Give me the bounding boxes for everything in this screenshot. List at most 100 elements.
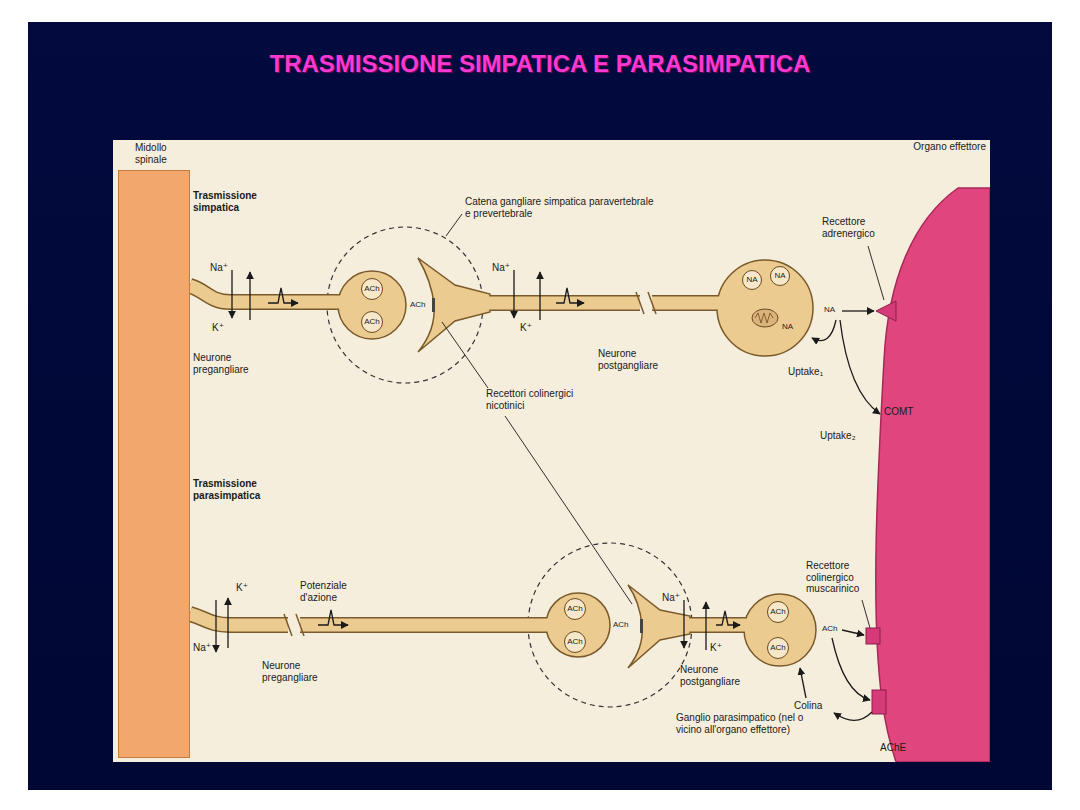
vesicle-label: ACh bbox=[567, 605, 583, 613]
axon-outline bbox=[190, 614, 288, 625]
mitochondrion bbox=[752, 309, 778, 327]
neuron-label: Neurone pregangliare bbox=[193, 352, 273, 375]
axon-break bbox=[648, 292, 656, 314]
transmitter-arrow bbox=[842, 630, 864, 635]
effector-organ: Organo effettore bbox=[868, 170, 990, 762]
ion-arrow bbox=[513, 270, 514, 318]
callout-label: Catena gangliare simpatica paravertebral… bbox=[465, 196, 655, 219]
transmitter-label: NA bbox=[824, 305, 835, 314]
ion-arrow bbox=[215, 600, 216, 652]
spinal-cord: Midollo spinale bbox=[118, 170, 190, 758]
vesicle: ACh bbox=[767, 637, 789, 659]
neuron-label: Neurone postgangliare bbox=[680, 664, 760, 687]
section-heading: Trasmissione parasimpatica bbox=[193, 478, 283, 501]
vesicle: ACh bbox=[564, 598, 586, 620]
vesicle-label: ACh bbox=[567, 638, 583, 646]
axon bbox=[190, 614, 288, 625]
ion-label: K⁺ bbox=[710, 642, 722, 654]
axon bbox=[190, 286, 345, 302]
callout-label: Recettori colinergici nicotinici bbox=[486, 388, 596, 411]
neuron-label: Neurone pregangliare bbox=[262, 660, 342, 683]
vesicle: NA bbox=[742, 270, 762, 290]
nerve-terminal bbox=[338, 258, 816, 668]
transmitter-arrow bbox=[832, 638, 870, 700]
ganglion-outline bbox=[327, 227, 692, 707]
receptor bbox=[866, 301, 896, 714]
transmitter-label: ACh bbox=[613, 620, 629, 629]
transmitter-arrow bbox=[840, 320, 880, 414]
nerve-terminal bbox=[717, 260, 813, 356]
neuron-label: Neurone postgangliare bbox=[598, 348, 678, 371]
section-heading: Trasmissione simpatica bbox=[193, 190, 273, 213]
slide-title: TRASMISSIONE SIMPATICA E PARASIMPATICA bbox=[0, 50, 1080, 78]
vesicle-label: ACh bbox=[770, 608, 786, 616]
vesicle-label: ACh bbox=[364, 318, 380, 326]
ion-label: Na⁺ bbox=[662, 592, 680, 604]
axon bbox=[484, 297, 640, 310]
axon bbox=[652, 297, 728, 310]
enzyme-label: AChE bbox=[880, 742, 906, 754]
transmitter-label: ACh bbox=[410, 300, 426, 309]
organ-outline bbox=[876, 188, 990, 762]
vesicle-label: NA bbox=[774, 272, 785, 280]
ion-arrow bbox=[705, 602, 706, 650]
leader-line bbox=[868, 246, 884, 300]
axon-outline bbox=[652, 295, 728, 311]
ion-label: K⁺ bbox=[212, 322, 224, 334]
vesicle: ACh bbox=[767, 601, 789, 623]
process-label: Uptake₁ bbox=[788, 366, 823, 378]
organ-shape bbox=[868, 170, 990, 762]
action-potential bbox=[268, 288, 740, 625]
ache-enzyme bbox=[872, 690, 886, 714]
vesicle: NA bbox=[770, 266, 790, 286]
nerve-terminal bbox=[628, 585, 690, 668]
adrenergic-receptor bbox=[876, 301, 896, 321]
axon-break bbox=[296, 614, 304, 636]
ion-label: K⁺ bbox=[236, 582, 248, 594]
vesicle: ACh bbox=[564, 631, 586, 653]
leader-line bbox=[862, 600, 870, 628]
nerve-terminal bbox=[744, 594, 816, 666]
action-potential bbox=[318, 610, 348, 625]
ion-arrow bbox=[249, 272, 250, 320]
nerve-terminal bbox=[546, 593, 610, 657]
ion-arrow bbox=[683, 600, 684, 648]
callout-label: Recettore colinergico muscarinico bbox=[806, 560, 890, 595]
nicotinic-receptor bbox=[640, 619, 643, 633]
axon bbox=[300, 619, 555, 632]
axon-break bbox=[636, 292, 644, 314]
ion-label: Na⁺ bbox=[210, 262, 228, 274]
axon bbox=[190, 286, 752, 625]
axon bbox=[684, 619, 752, 632]
transmitter-arrow bbox=[812, 320, 836, 341]
vesicle-label: ACh bbox=[770, 644, 786, 652]
leader-line bbox=[442, 322, 488, 388]
ion-label: Na⁺ bbox=[193, 642, 211, 654]
part-name: Organo effettore bbox=[868, 141, 990, 153]
vesicle-label: NA bbox=[746, 276, 757, 284]
nicotinic-receptor bbox=[432, 298, 435, 312]
callout-label: Recettore adrenergico bbox=[822, 216, 897, 239]
action-potential bbox=[268, 288, 298, 303]
vesicle: ACh bbox=[361, 311, 383, 333]
callout-label: Potenziale d'azione bbox=[300, 580, 370, 603]
molecule-label: Colina bbox=[794, 700, 822, 712]
action-potential bbox=[556, 288, 584, 303]
mitochondrion bbox=[755, 313, 773, 323]
leader-line bbox=[505, 416, 632, 604]
transmitter-arrow bbox=[800, 668, 806, 698]
callout-label: Ganglio parasimpatico (nel o vicino all'… bbox=[676, 712, 826, 735]
axon-outline bbox=[190, 286, 345, 302]
part-name: Midollo spinale bbox=[135, 142, 195, 165]
ion-arrow bbox=[227, 598, 228, 648]
axon-outline bbox=[190, 286, 752, 625]
ion-arrow bbox=[216, 270, 706, 652]
figure-panel bbox=[113, 140, 990, 762]
process-label: Uptake₂ bbox=[820, 430, 856, 442]
transmitter-arrow bbox=[842, 310, 874, 311]
muscarinic-receptor bbox=[866, 628, 880, 644]
nerve-terminal bbox=[338, 271, 406, 339]
leader-line bbox=[446, 214, 462, 236]
ion-label: K⁺ bbox=[520, 322, 532, 334]
